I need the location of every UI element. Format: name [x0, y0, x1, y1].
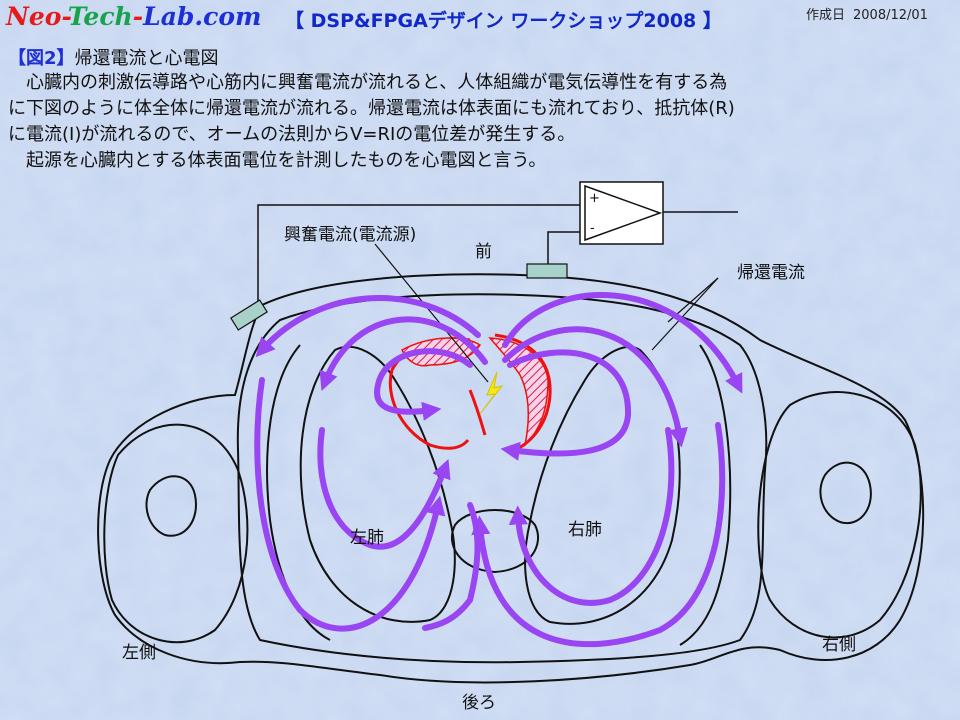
return-current-pointer-2: [651, 277, 719, 351]
amp-plus-label: +: [589, 191, 600, 206]
spark-icon: [479, 371, 504, 415]
current-arrow-inner-left: [319, 316, 488, 391]
paragraph-line-1: 心臓内の刺激伝導路や心筋内に興奮電流が流れると、人体組織が電気伝導性を有する為: [8, 72, 728, 93]
date-value: 2008/12/01: [853, 8, 928, 23]
excitation-pointer-line: [374, 243, 489, 383]
current-arrow-left-outer-descending: [254, 377, 446, 632]
label-excitation-current: 興奮電流(電流源): [284, 225, 416, 245]
left-arm-bone-outline: [145, 475, 197, 537]
ribcage-left-outline: [266, 344, 331, 641]
label-back: 後ろ: [462, 693, 496, 713]
label-left-side: 左側: [122, 643, 156, 663]
amp-minus-label: -: [590, 221, 595, 236]
current-arrow-right-outer-descending: [471, 422, 726, 648]
spine-outline: [450, 509, 540, 574]
label-front: 前: [475, 242, 492, 262]
current-arrow-right-heart-loop: [500, 349, 632, 461]
amplifier-triangle: [584, 184, 663, 242]
label-return-current: 帰還電流: [737, 263, 805, 283]
paragraph-line-2: に下図のように体全体に帰還電流が流れる。帰還電流は体表面にも流れており、抵抗体(…: [8, 98, 735, 119]
label-right-lung: 右肺: [568, 520, 602, 540]
amplifier: + -: [579, 181, 664, 245]
amplifier-box: [579, 181, 664, 245]
left-arm-outline: [103, 423, 249, 644]
outer-body-outline: [97, 273, 925, 684]
current-arrow-left-heart-loop: [374, 348, 473, 421]
paragraph-line-4: 起源を心臓内とする体表面電位を計測したものを心電図と言う。: [8, 150, 547, 171]
wire-left: [257, 204, 582, 310]
electrode-left: [230, 299, 268, 331]
current-arrow-inner-right: [502, 326, 688, 448]
diagram-labels: 興奮電流(電流源) 前 帰還電流 左肺 右肺 左側 右側 後ろ: [122, 225, 856, 713]
current-arrow-outer-left: [255, 295, 481, 358]
wire-right: [547, 231, 582, 268]
heart-septum: [468, 389, 487, 436]
creation-date: 作成日 2008/12/01: [806, 4, 928, 23]
paragraph-line-3: に電流(I)が流れるので、オームの法則からV=RIの電位差が発生する。: [8, 124, 576, 145]
right-arm-outline: [757, 391, 922, 639]
ribcage-right-outline: [679, 344, 732, 646]
electrode-right: [526, 263, 568, 279]
figure-heading: 【図2】帰還電流と心電図: [8, 44, 219, 70]
right-arm-bone-outline: [819, 461, 872, 525]
date-label: 作成日: [806, 8, 846, 23]
label-left-lung: 左肺: [350, 528, 384, 548]
right-lung-outline: [524, 345, 681, 625]
label-right-side: 右側: [822, 635, 856, 655]
figure-title: 帰還電流と心電図: [74, 48, 219, 69]
current-arrow-left-lower-spiral: [317, 427, 451, 550]
left-lung-outline: [299, 345, 456, 623]
measurement-wires: [257, 204, 738, 310]
current-arrow-right-lower-spiral: [508, 427, 675, 606]
workshop-title: 【 DSP&FPGAデザイン ワークショップ2008 】: [285, 10, 722, 32]
figure-tag: 【図2】: [8, 48, 75, 69]
current-arrow-outer-right: [502, 292, 743, 394]
site-logo: Neo-Tech-Lab.com: [6, 2, 262, 31]
return-current-arrows: [254, 292, 743, 648]
description-paragraph: 心臓内の刺激伝導路や心筋内に興奮電流が流れると、人体組織が電気伝導性を有する為 …: [8, 70, 958, 174]
